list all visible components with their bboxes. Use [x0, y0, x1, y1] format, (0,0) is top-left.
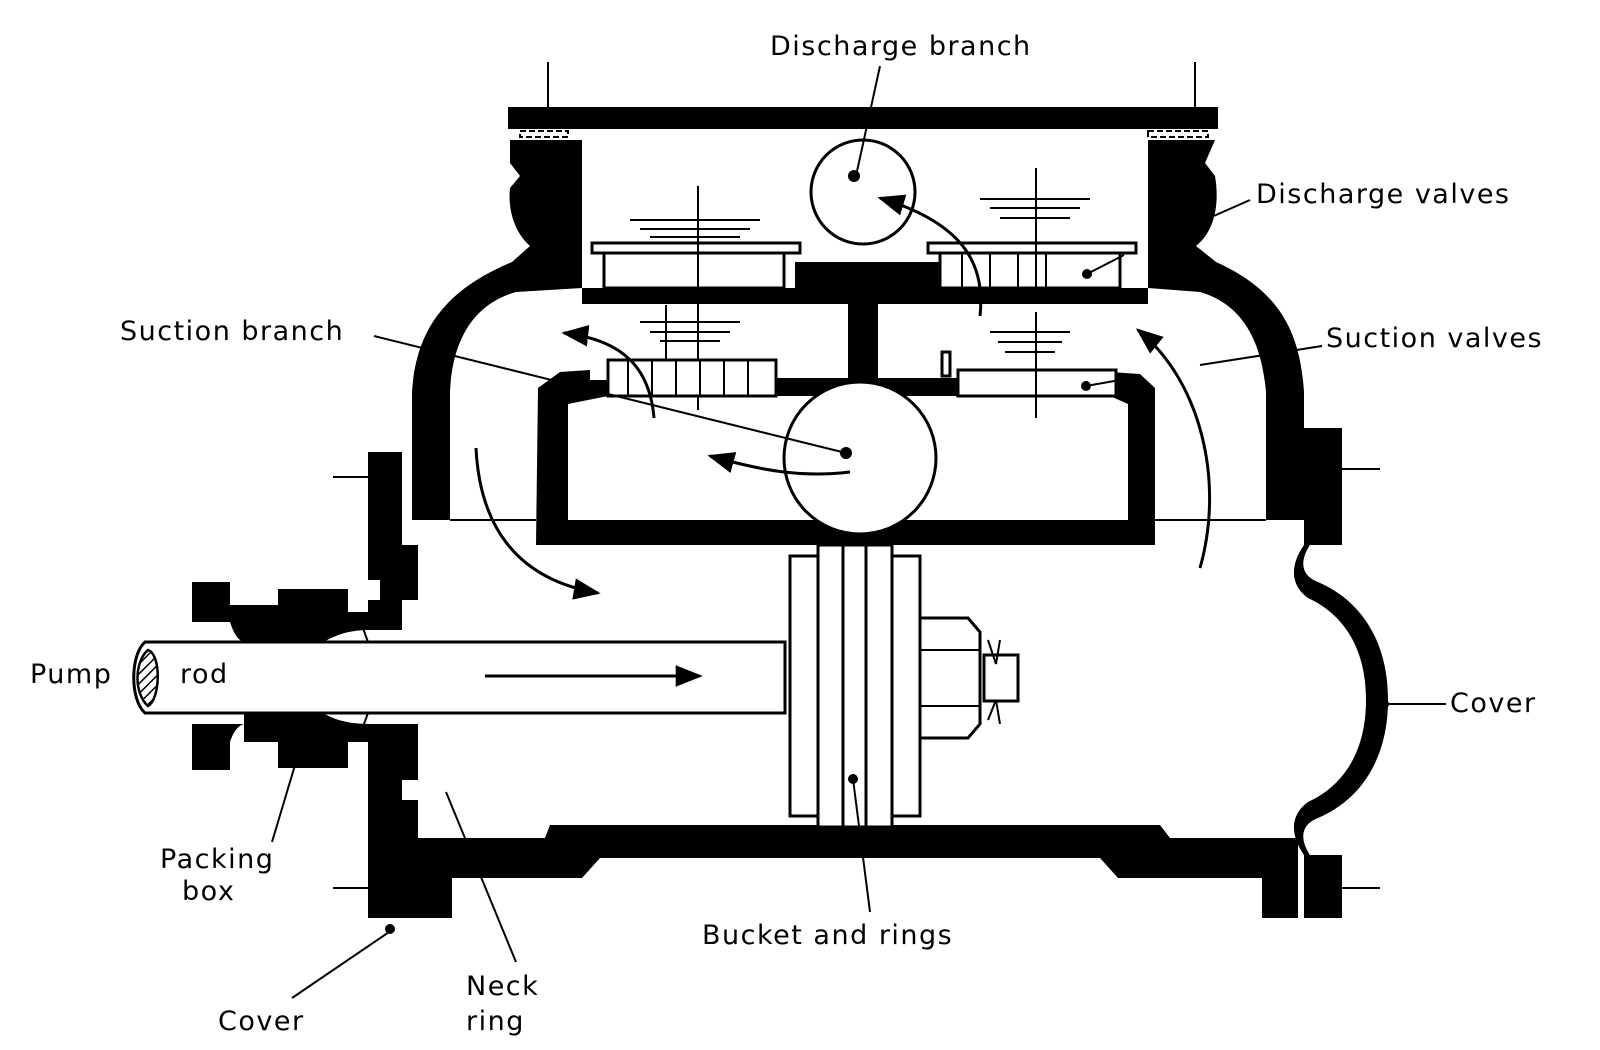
discharge-valve-right [926, 168, 1138, 300]
label-discharge-valves: Discharge valves [1256, 179, 1511, 210]
label-discharge-branch: Discharge branch [770, 31, 1032, 62]
label-cover-left: Cover [218, 1006, 305, 1037]
label-neck-line2: ring [466, 1006, 525, 1037]
suction-valve-right [940, 312, 1118, 418]
flow-arrows [474, 194, 1212, 687]
label-suction-branch: Suction branch [120, 316, 344, 347]
rod-nut [918, 616, 1020, 740]
suction-valve-left [606, 305, 778, 398]
leader-lines [271, 65, 1446, 999]
discharge-valve-left [590, 186, 802, 410]
label-packing-line2: box [182, 876, 235, 907]
pump-rod [132, 640, 787, 715]
label-neck-line1: Neck [466, 971, 539, 1002]
label-suction-valves: Suction valves [1326, 323, 1543, 354]
suction-branch-pipe [782, 380, 938, 536]
label-cover-right: Cover [1450, 688, 1537, 719]
discharge-branch-pipe [809, 138, 917, 246]
top-cover-plate [508, 62, 1218, 138]
pump-casing [333, 140, 1388, 918]
label-packing-line1: Packing [160, 844, 274, 875]
label-pump: Pump [30, 659, 112, 690]
label-bucket-and-rings: Bucket and rings [702, 920, 953, 951]
label-rod: rod [180, 659, 229, 690]
bucket-and-rings [788, 543, 922, 829]
packing-box [192, 582, 402, 770]
